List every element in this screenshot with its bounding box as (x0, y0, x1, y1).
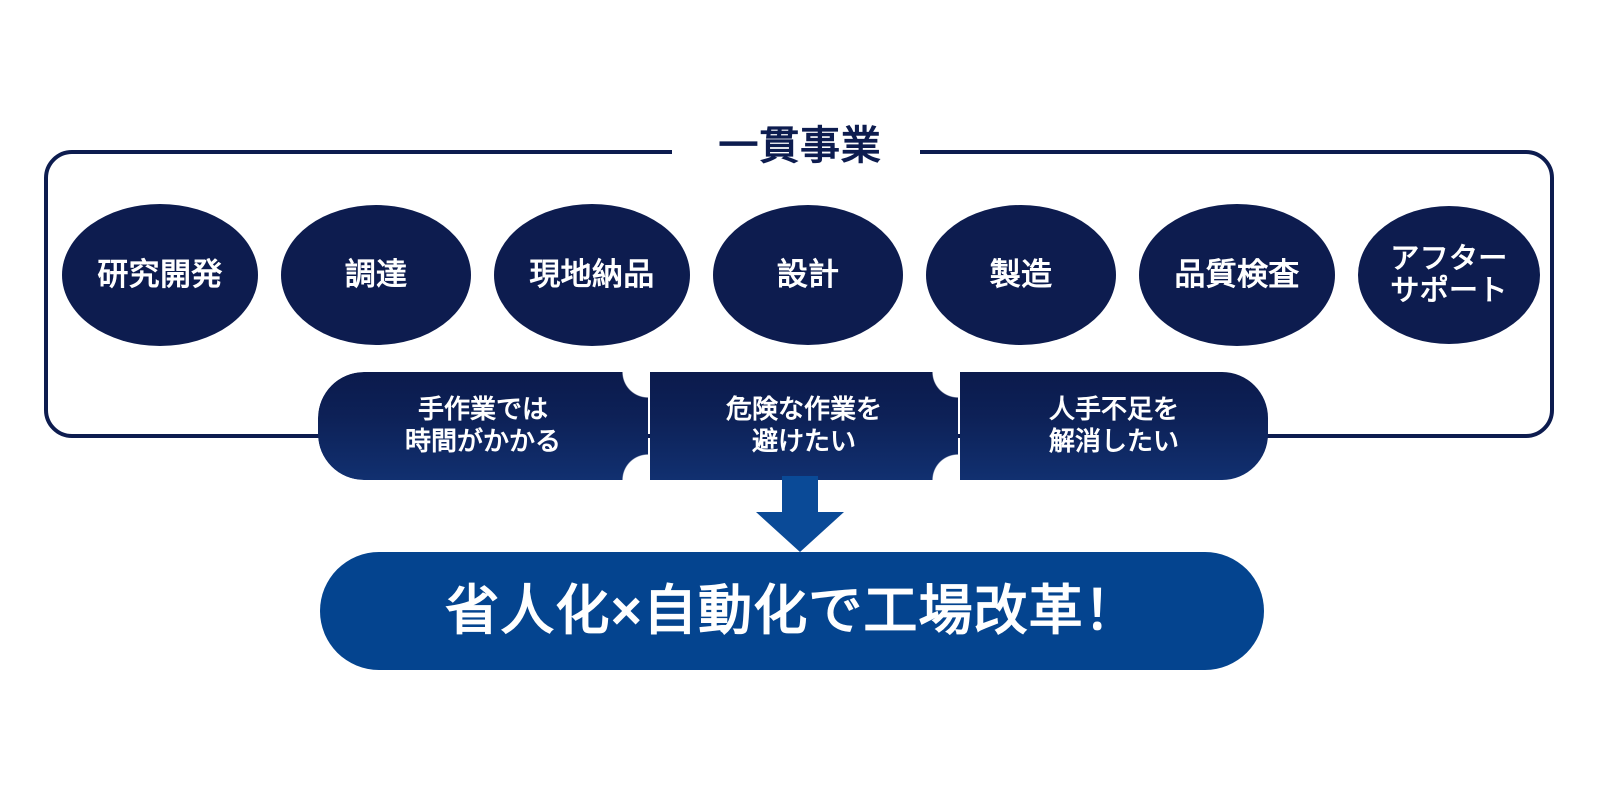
process-step-label: 現地納品 (529, 256, 655, 292)
process-step-chotatsu[interactable]: 調達 (281, 205, 471, 345)
process-step-label: 品質検査 (1174, 256, 1300, 292)
process-step-sekkei[interactable]: 設計 (713, 205, 903, 345)
process-step-after-support[interactable]: アフター サポート (1358, 206, 1540, 344)
section-title: 一貫事業 (718, 124, 882, 168)
process-step-label: アフター サポート (1390, 242, 1508, 307)
result-banner[interactable]: 省人化×自動化で工場改革！ (320, 552, 1264, 670)
pain-point-manual-work-time[interactable]: 手作業では 時間がかかる (318, 372, 648, 480)
pain-point-label: 手作業では 時間がかかる (404, 394, 561, 456)
process-step-genchi-nouhin[interactable]: 現地納品 (494, 204, 690, 346)
result-banner-text: 省人化×自動化で工場改革！ (445, 581, 1139, 641)
pain-point-label: 危険な作業を 避けたい (725, 394, 882, 456)
process-step-row: 研究開発 調達 現地納品 設計 製造 品質検査 アフター サポート (62, 200, 1540, 350)
pain-point-labor-shortage[interactable]: 人手不足を 解消したい (934, 372, 1268, 480)
process-step-hinshitsu-kensa[interactable]: 品質検査 (1139, 204, 1335, 346)
process-step-label: 設計 (776, 256, 840, 292)
process-step-label: 調達 (344, 256, 408, 292)
arrow-down-icon (756, 476, 844, 552)
process-step-kenkyu-kaihatsu[interactable]: 研究開発 (62, 204, 258, 346)
pain-point-label: 人手不足を 解消したい (1048, 394, 1179, 456)
pain-point-avoid-dangerous-work[interactable]: 危険な作業を 避けたい (624, 372, 958, 480)
frame-title-gap (672, 136, 920, 170)
pain-point-row: 手作業では 時間がかかる 危険な作業を 避けたい 人手不足を 解消したい (318, 372, 1268, 480)
process-step-seizou[interactable]: 製造 (926, 205, 1116, 345)
process-step-label: 研究開発 (97, 256, 223, 292)
process-step-label: 製造 (989, 256, 1053, 292)
